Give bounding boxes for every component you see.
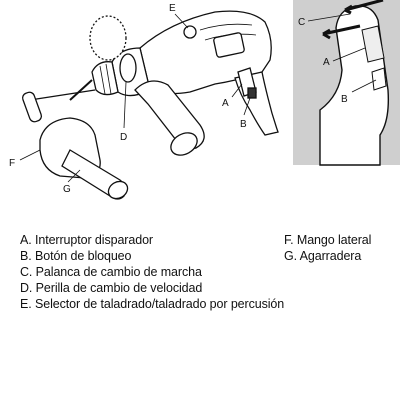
speed-dial [119, 53, 137, 83]
callout-g: G [63, 184, 71, 195]
inset-trigger [361, 25, 385, 63]
callout-line-b [243, 97, 251, 116]
legend-item-e: E. Selector de taladrado/taladrado por p… [20, 297, 285, 311]
callout-d: D [120, 132, 127, 143]
body-panel [213, 32, 245, 58]
callout-b: B [240, 119, 247, 130]
callout-line-a [231, 83, 243, 98]
callout-e: E [169, 3, 176, 14]
depth-rod [29, 89, 96, 101]
drill-parts-illustration: C A B [9, 0, 400, 200]
callout-lines [19, 13, 251, 183]
inset-arrow-left [322, 24, 361, 40]
depth-stop [21, 91, 43, 123]
legend-item-b: B. Botón de bloqueo [20, 249, 132, 263]
handle-grip-end [107, 180, 129, 200]
callout-line-c [307, 13, 351, 22]
mounted-handle-end [170, 132, 198, 156]
legend-item-a: A. Interruptor disparador [20, 233, 153, 247]
chuck-ridges [99, 63, 112, 95]
callout-a-inset: A [323, 57, 330, 68]
callout-a: A [222, 98, 229, 109]
callout-line-b-inset [351, 79, 377, 93]
callout-b-inset: B [341, 94, 348, 105]
drill-bit [69, 79, 93, 101]
callout-line-a-inset [332, 47, 366, 62]
callout-line-e [174, 13, 189, 29]
inset-detail: C A B [293, 0, 400, 166]
side-handle-exploded [39, 117, 129, 200]
callout-line-f [19, 149, 41, 161]
chuck-ring-exploded [89, 15, 127, 61]
legend-item-g: G. Agarradera [284, 249, 362, 263]
inset-lock-button [371, 67, 387, 91]
callout-line-g [67, 169, 81, 183]
legend-item-f: F. Mango lateral [284, 233, 372, 247]
mode-selector [183, 25, 197, 39]
callout-f: F [9, 158, 15, 169]
legend-item-d: D. Perilla de cambio de velocidad [20, 281, 203, 295]
callout-c: C [298, 17, 305, 28]
drill [21, 10, 279, 156]
inset-arrow-up [344, 0, 384, 15]
lock-button [247, 87, 257, 99]
legend-item-c: C. Palanca de cambio de marcha [20, 265, 202, 279]
chuck [91, 61, 119, 96]
callout-line-d [123, 81, 127, 129]
